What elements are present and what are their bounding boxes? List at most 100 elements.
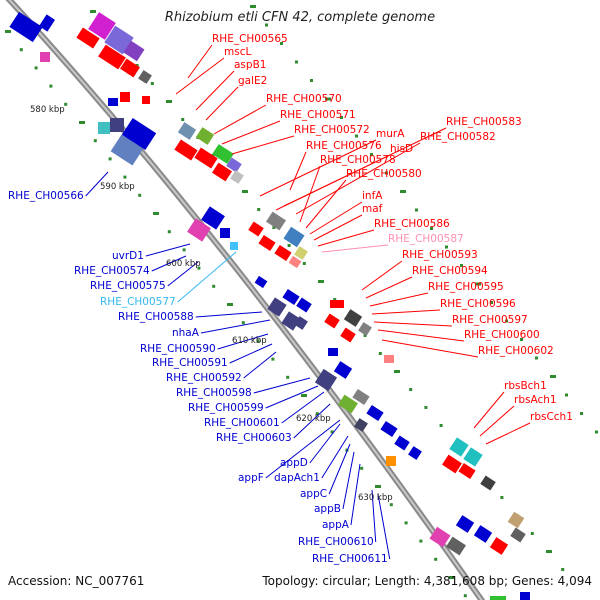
gene-feature [446, 536, 466, 556]
genome-backbone-highlight [8, 0, 483, 600]
gene-feature [88, 12, 116, 40]
gene-label-uvrD1: uvrD1 [112, 250, 144, 262]
label-leader-line [167, 261, 199, 287]
label-leader-line [373, 321, 453, 327]
gene-feature [455, 515, 475, 533]
tick-mark [90, 10, 96, 13]
label-leader-line [253, 377, 311, 394]
gene-feature [296, 297, 312, 313]
tick-mark [181, 118, 185, 121]
gene-label-RHE_CH00601: RHE_CH00601 [204, 417, 280, 429]
tick-mark [595, 430, 598, 434]
label-leader-line [195, 311, 263, 318]
tick-mark [138, 193, 142, 197]
kbp-label: 580 kbp [30, 105, 65, 115]
label-leader-line [309, 423, 341, 464]
tick-mark [565, 393, 568, 397]
gene-feature [330, 300, 344, 308]
label-leader-line [205, 86, 239, 121]
tick-mark [197, 266, 201, 270]
gene-label-RHE_CH00588: RHE_CH00588 [118, 311, 194, 323]
tick-mark [153, 212, 159, 215]
gene-label-appB: appB [314, 503, 341, 515]
gene-label-mscL: mscL [224, 46, 251, 58]
tick-mark [272, 226, 276, 229]
gene-label-RHE_CH00565: RHE_CH00565 [212, 33, 288, 45]
label-leader-line [479, 405, 515, 437]
gene-feature [108, 98, 118, 106]
tick-mark [375, 485, 381, 488]
gene-feature [120, 58, 140, 78]
gene-feature [490, 596, 506, 600]
gene-feature [220, 228, 230, 238]
gene-feature [343, 309, 363, 327]
tick-mark [241, 321, 245, 325]
gene-feature [212, 162, 232, 182]
gene-feature [442, 454, 462, 474]
gene-feature [274, 244, 292, 262]
tick-mark [419, 539, 423, 543]
gene-label-appC: appC [300, 488, 327, 500]
tick-mark [424, 406, 428, 409]
gene-label-RHE_CH00594: RHE_CH00594 [412, 265, 488, 277]
gene-label-infA: infA [362, 190, 383, 202]
label-leader-line [371, 309, 441, 315]
tick-mark [325, 97, 331, 101]
tick-mark [212, 284, 216, 288]
gene-feature [38, 14, 56, 32]
label-leader-line [145, 243, 191, 257]
label-leader-line [350, 463, 361, 526]
gene-label-RHE_CH00599: RHE_CH00599 [188, 402, 264, 414]
tick-mark [250, 5, 256, 8]
label-leader-line [217, 333, 269, 350]
gene-label-RHE_CH00602: RHE_CH00602 [478, 345, 554, 357]
gene-feature [121, 117, 157, 151]
tick-mark [460, 264, 463, 267]
tick-mark [34, 66, 38, 70]
label-leader-line [200, 319, 271, 334]
gene-label-RHE_CH00590: RHE_CH00590 [140, 343, 216, 355]
label-leader-line [342, 451, 355, 510]
label-leader-line [317, 229, 375, 247]
gene-feature [230, 170, 244, 184]
gene-feature [104, 25, 134, 55]
gene-feature [507, 511, 525, 529]
tick-mark [333, 298, 337, 301]
tick-mark [79, 121, 85, 124]
tick-mark [400, 190, 406, 193]
gene-label-RHE_CH00577: RHE_CH00577 [100, 296, 176, 308]
tick-mark [505, 319, 508, 323]
gene-feature [384, 355, 394, 363]
gene-feature [120, 92, 130, 102]
tick-mark [360, 466, 364, 470]
tick-mark [93, 139, 97, 143]
tick-mark [550, 375, 556, 378]
tick-mark [19, 48, 23, 52]
gene-feature [458, 462, 476, 480]
tick-mark [166, 100, 172, 103]
gene-feature [333, 361, 353, 379]
gene-feature [226, 157, 242, 173]
tick-mark [580, 412, 583, 415]
tick-mark [108, 157, 112, 161]
gene-label-murA: murA [376, 128, 405, 140]
gene-label-RHE_CH00580: RHE_CH00580 [346, 168, 422, 180]
label-leader-line [85, 171, 109, 197]
tick-mark [520, 338, 523, 341]
label-leader-line [213, 104, 267, 135]
label-leader-line [305, 179, 347, 229]
gene-feature [463, 447, 483, 467]
gene-label-RHE_CH00598: RHE_CH00598 [176, 387, 252, 399]
gene-label-RHE_CH00611: RHE_CH00611 [312, 553, 388, 565]
tick-mark [363, 334, 367, 337]
label-leader-line [175, 57, 225, 95]
gene-label-RHE_CH00576: RHE_CH00576 [306, 140, 382, 152]
tick-mark [295, 60, 298, 64]
tick-mark [302, 262, 306, 265]
label-leader-line [321, 244, 389, 253]
gene-label-appF: appF [238, 472, 264, 484]
label-leader-line [177, 251, 237, 303]
label-leader-line [377, 329, 465, 342]
gene-label-dapAch1: dapAch1 [274, 472, 320, 484]
